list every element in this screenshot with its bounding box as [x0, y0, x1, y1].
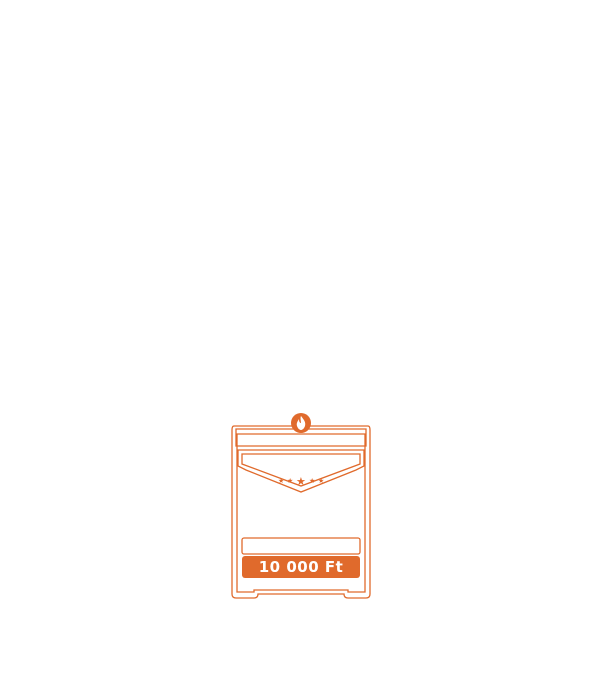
flame-emblem-icon [296, 416, 306, 430]
svg-text:★: ★ [296, 475, 306, 488]
badge-frame: ★ ★ ★ ★ ★ [231, 413, 371, 599]
svg-text:★: ★ [287, 477, 293, 485]
price-badge: ★ ★ ★ ★ ★ 10 000 Ft [226, 406, 376, 602]
price-text: 10 000 Ft [258, 558, 344, 576]
svg-text:★: ★ [278, 477, 284, 485]
price-label-box: 10 000 Ft [242, 556, 360, 578]
svg-text:★: ★ [309, 477, 315, 485]
rating-stars: ★ ★ ★ ★ ★ [278, 475, 324, 488]
svg-text:★: ★ [318, 477, 324, 485]
